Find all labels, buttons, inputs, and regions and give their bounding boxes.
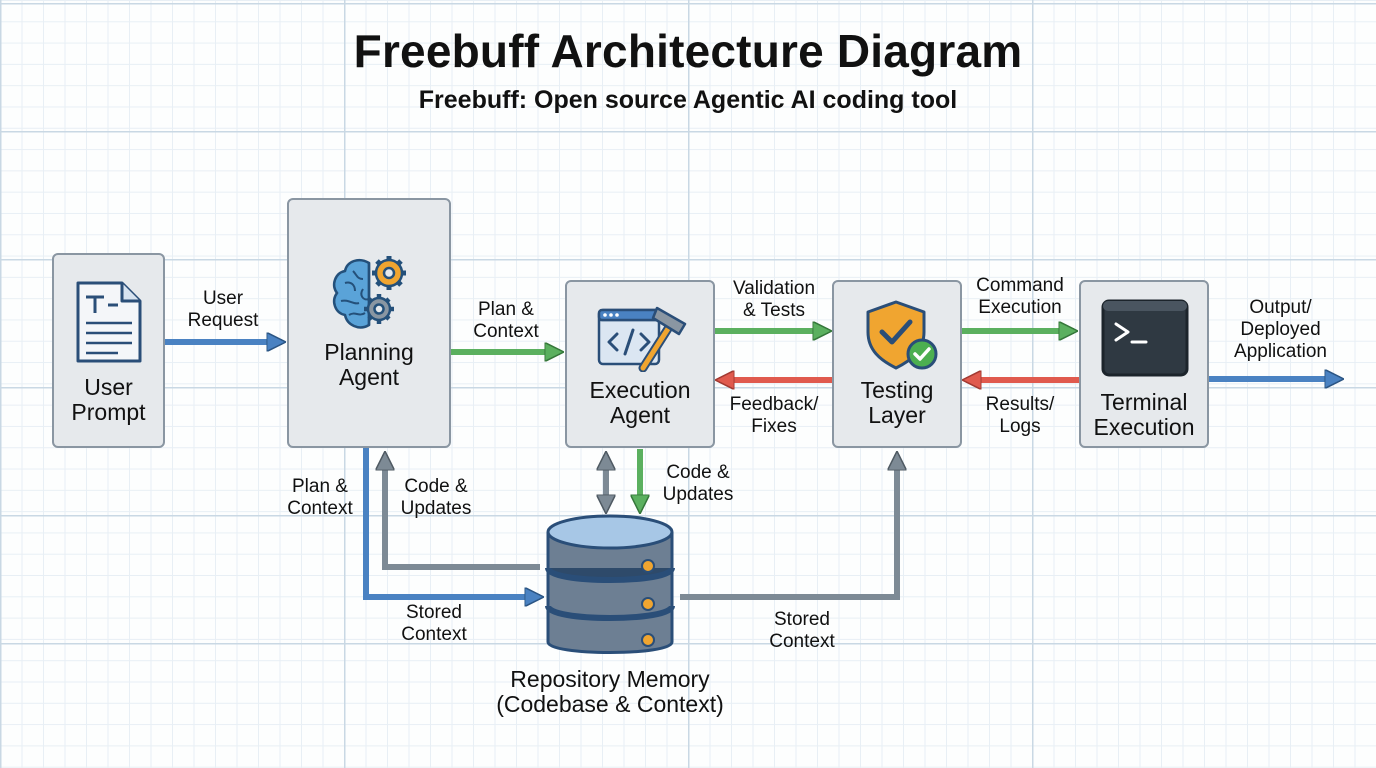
- label-plan-context-down: Plan & Context: [287, 476, 353, 519]
- label-validation-tests: Validation & Tests: [732, 278, 816, 321]
- user-prompt-label: User Prompt: [71, 374, 146, 425]
- label-plan-context-top: Plan & Context: [473, 299, 539, 342]
- shield-check-icon: [866, 300, 938, 370]
- database-icon: [545, 514, 675, 654]
- terminal-execution-label: Terminal Execution: [1093, 389, 1195, 440]
- testing-layer-node: Testing Layer: [832, 280, 962, 448]
- testing-layer-label: Testing Layer: [860, 377, 934, 428]
- brain-gears-icon: [333, 256, 406, 329]
- label-stored-context-right: Stored Context: [769, 609, 835, 652]
- diagram-title: Freebuff Architecture Diagram: [353, 25, 1023, 77]
- execution-agent-node: Execution Agent: [565, 280, 715, 448]
- label-output-deployed: Output/ Deployed Application: [1234, 297, 1327, 362]
- diagram-subtitle: Freebuff: Open source Agentic AI coding …: [418, 86, 958, 114]
- planning-agent-node: Planning Agent: [287, 198, 451, 448]
- label-results-logs: Results/ Logs: [985, 394, 1055, 437]
- document-icon: [76, 281, 142, 363]
- arrow-memory-to-planning: [385, 455, 540, 570]
- terminal-icon: [1101, 299, 1189, 377]
- user-prompt-node: User Prompt: [52, 253, 165, 448]
- execution-agent-label: Execution Agent: [589, 377, 691, 428]
- label-code-updates-exec: Code & Updates: [662, 462, 734, 505]
- label-command-execution: Command Execution: [976, 275, 1064, 318]
- arrow-memory-to-testing: [680, 455, 897, 600]
- arrow-plan-to-memory: [363, 448, 540, 597]
- code-hammer-icon: [597, 306, 687, 372]
- label-stored-context-left: Stored Context: [401, 602, 467, 645]
- label-code-updates-left: Code & Updates: [400, 476, 472, 519]
- label-feedback-fixes: Feedback/ Fixes: [729, 394, 819, 437]
- label-user-request: User Request: [187, 288, 259, 331]
- repository-memory-label: Repository Memory (Codebase & Context): [496, 666, 724, 717]
- planning-agent-label: Planning Agent: [324, 339, 414, 390]
- terminal-execution-node: Terminal Execution: [1079, 280, 1209, 448]
